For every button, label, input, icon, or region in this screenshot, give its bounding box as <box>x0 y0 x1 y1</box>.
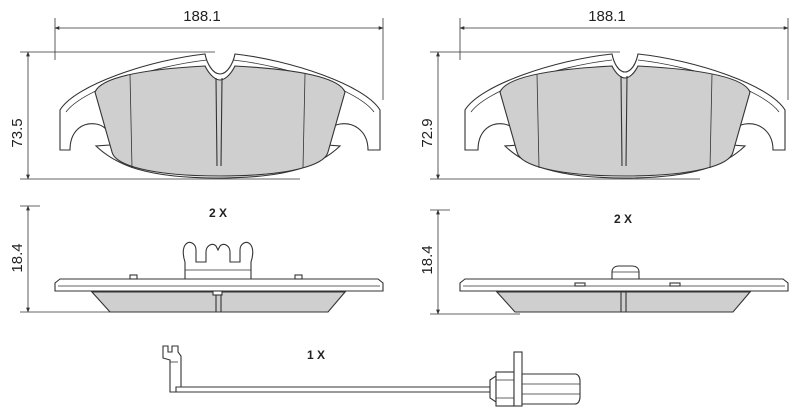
pad-chamfer-line <box>536 73 540 169</box>
pad-front-view-left: 188.1 73.5 <box>9 8 384 180</box>
pad-front-view-right: 188.1 72.9 <box>419 8 789 180</box>
retaining-clip <box>182 241 254 280</box>
sensor-probe <box>162 345 182 393</box>
quantity-label: 2 X <box>614 212 632 226</box>
plate-nub <box>294 274 303 280</box>
backing-plate-side <box>459 278 789 292</box>
width-dimension-label: 188.1 <box>183 8 221 25</box>
sensor-housing <box>611 265 640 280</box>
connector-plug <box>521 373 581 405</box>
quantity-label: 2 X <box>209 206 227 220</box>
connector-body <box>495 371 515 407</box>
pad-chamfer-line <box>129 73 133 169</box>
pad-groove <box>215 77 218 167</box>
friction-material <box>94 65 346 177</box>
wear-sensor-view: 1 X <box>162 345 581 407</box>
connector-clip <box>513 351 523 407</box>
pad-groove <box>220 77 223 167</box>
height-dimension-label: 73.5 <box>9 118 26 147</box>
friction-material-side <box>90 291 347 313</box>
backing-plate-side <box>54 278 384 292</box>
pad-chamfer-line <box>302 73 306 169</box>
plate-nub <box>669 282 681 287</box>
plate-nub <box>129 274 138 280</box>
thickness-dimension-label: 18.4 <box>9 243 26 272</box>
friction-material <box>499 65 751 177</box>
pad-side-view-right: 2 X 18.4 <box>419 209 789 315</box>
pad-chamfer-line <box>709 73 713 169</box>
cable-grommet <box>489 374 497 404</box>
sensor-cable <box>175 386 491 393</box>
quantity-label: 1 X <box>307 348 325 362</box>
plate-nub <box>574 282 586 287</box>
pad-side-view-left: 2 X 18.4 <box>9 205 384 313</box>
thickness-dimension-label: 18.4 <box>419 245 436 274</box>
clip-tab <box>212 290 223 296</box>
friction-material-side <box>495 291 752 313</box>
height-dimension-label: 72.9 <box>419 118 436 147</box>
pad-groove <box>625 75 628 167</box>
width-dimension-label: 188.1 <box>588 8 626 25</box>
pad-groove <box>620 75 623 167</box>
